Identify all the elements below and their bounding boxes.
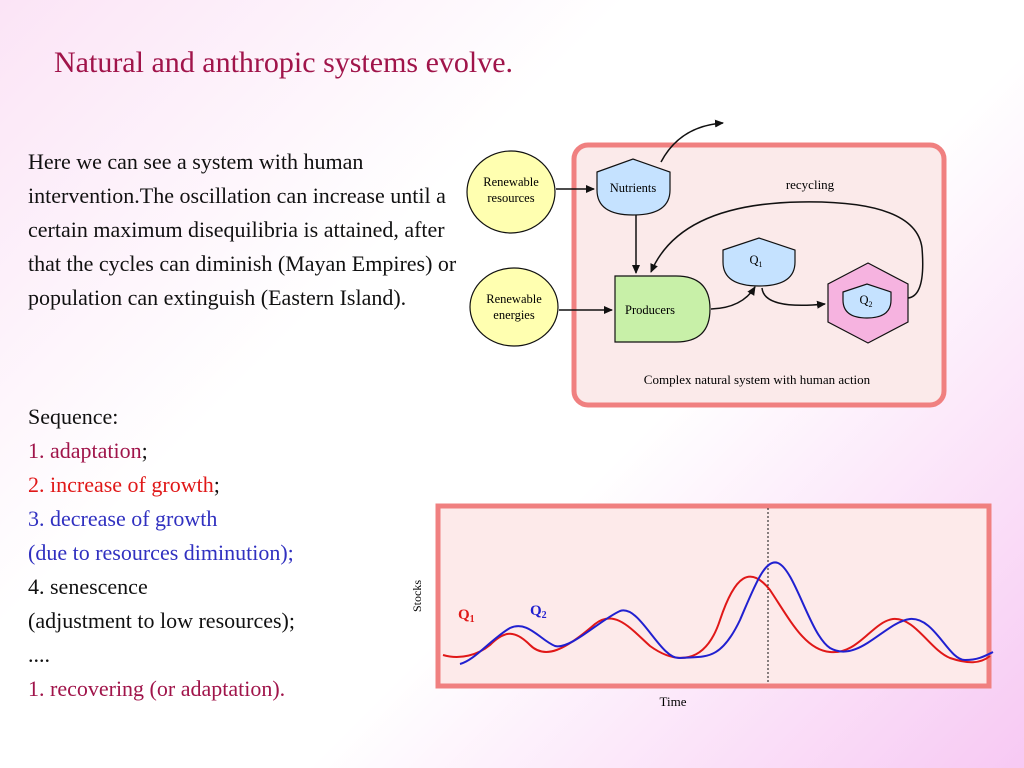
q2-curve xyxy=(459,561,994,665)
renewable-resources-node xyxy=(466,150,556,234)
q2-node-tank xyxy=(842,283,892,319)
page-title: Natural and anthropic systems evolve. xyxy=(54,46,514,79)
q2-curve-label: Q2 xyxy=(530,603,547,621)
q1-curve-label: Q1 xyxy=(458,607,475,625)
sequence-step-4: 4. senescence xyxy=(28,574,148,599)
graph-ylabel: Stocks xyxy=(410,580,424,612)
q2-node-label: Q2 xyxy=(859,293,872,309)
renewable-energies-label-1: Renewable xyxy=(486,292,542,306)
sequence-step-1: 1. adaptation; xyxy=(28,434,448,468)
renewable-energies-label-2: energies xyxy=(493,308,535,322)
step-2-label: 2. increase of growth xyxy=(28,472,214,497)
sequence-step-2: 2. increase of growth; xyxy=(28,468,448,502)
sequence-heading: Sequence: xyxy=(28,404,119,429)
renewable-energies-node xyxy=(469,267,559,347)
diagram-caption: Complex natural system with human action xyxy=(644,372,871,387)
intro-paragraph: Here we can see a system with human inte… xyxy=(28,149,457,310)
nutrients-label: Nutrients xyxy=(610,181,657,195)
step-2-punct: ; xyxy=(213,472,220,497)
recycling-label: recycling xyxy=(786,177,835,192)
sequence-step-3-note: (due to resources diminution); xyxy=(28,540,294,565)
graph-frame xyxy=(435,503,992,689)
arrow-nutrients-outflow xyxy=(660,119,724,163)
arrow-q1-to-q2 xyxy=(761,287,826,309)
step-1-punct: ; xyxy=(141,438,148,463)
q1-curve xyxy=(442,575,991,664)
arrow-producers-to-q1 xyxy=(710,286,756,310)
nutrients-node xyxy=(596,158,671,216)
step-1-label: 1. adaptation xyxy=(28,438,142,463)
sequence-step-3: 3. decrease of growth xyxy=(28,506,218,531)
sequence-list: Sequence: 1. adaptation; 2. increase of … xyxy=(28,400,448,706)
arrow-recycling xyxy=(650,201,924,299)
q1-node-label: Q1 xyxy=(749,253,762,269)
renewable-resources-label-1: Renewable xyxy=(483,175,539,189)
sequence-step-5: 1. recovering (or adaptation). xyxy=(28,676,286,701)
sequence-step-4-note: (adjustment to low resources); xyxy=(28,608,295,633)
renewable-resources-label-2: resources xyxy=(487,191,534,205)
producers-node xyxy=(614,275,711,343)
producers-label: Producers xyxy=(625,303,675,317)
q1-node xyxy=(722,237,796,287)
sequence-ellipsis: .... xyxy=(28,642,50,667)
graph-xlabel: Time xyxy=(660,694,687,709)
